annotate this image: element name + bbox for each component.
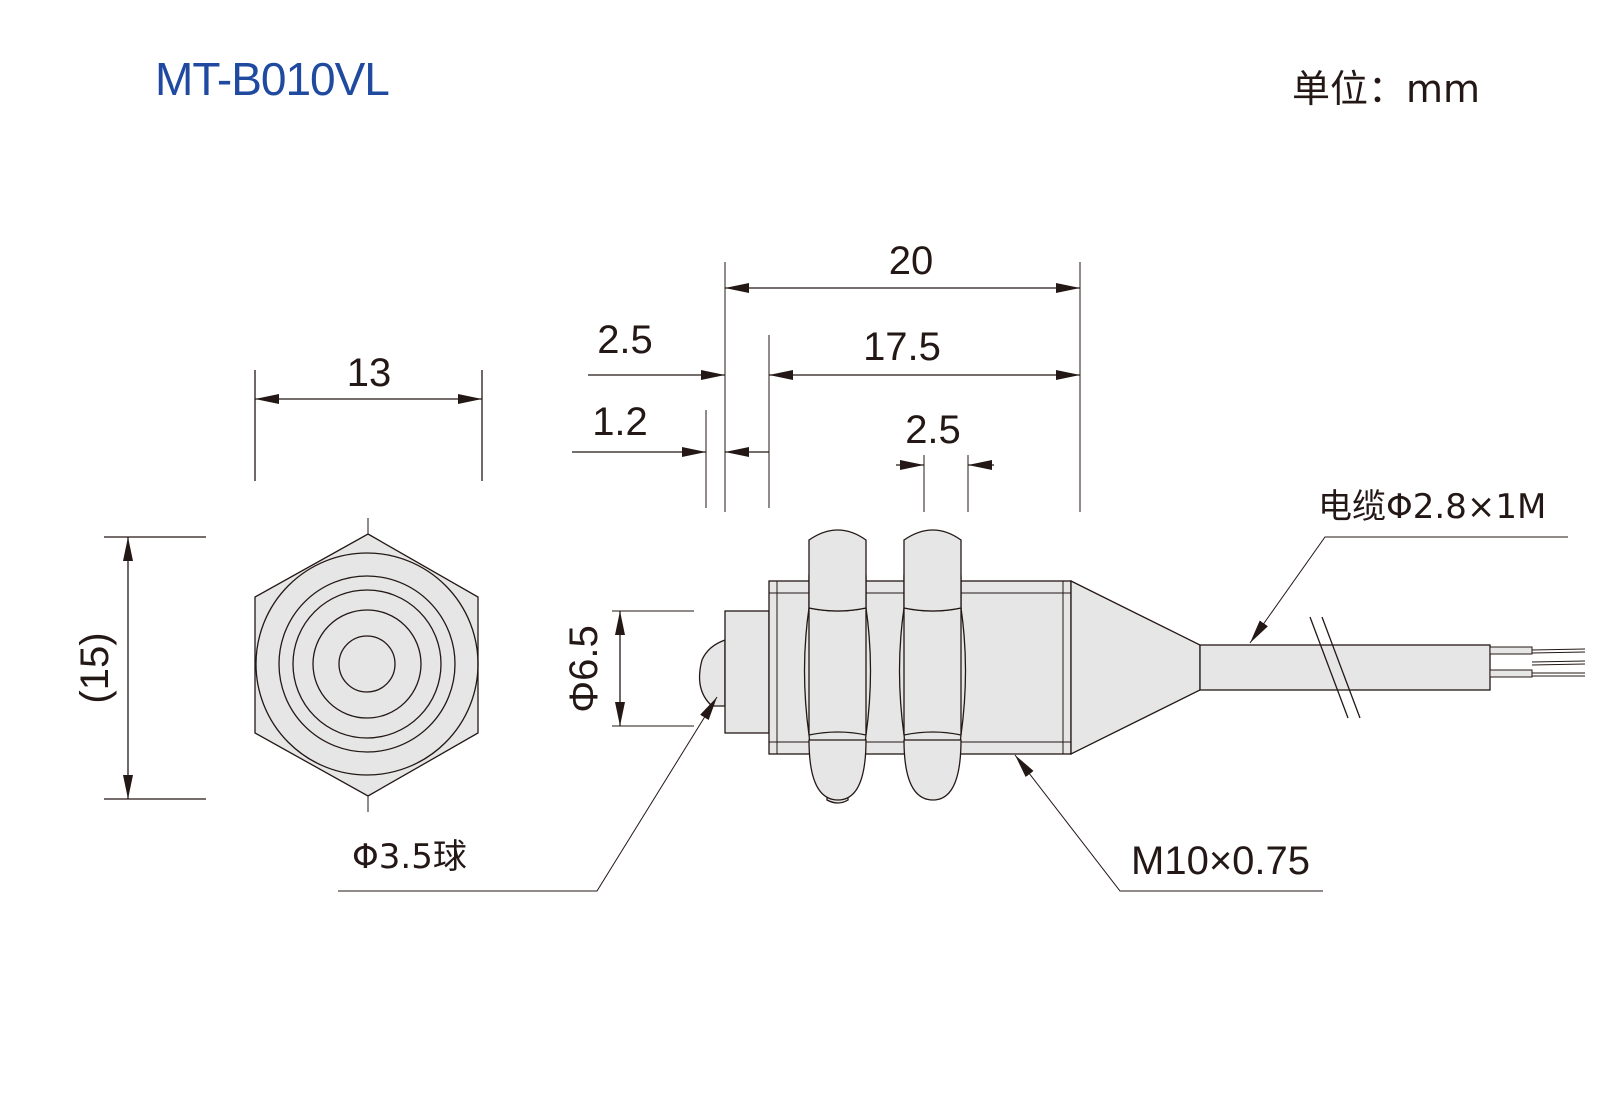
ball-callout: Φ3.5球 xyxy=(352,837,467,877)
nut-1 xyxy=(803,529,872,804)
cable xyxy=(1199,644,1491,691)
nut-2 xyxy=(898,529,967,801)
wire-1 xyxy=(1489,646,1533,655)
center-ball xyxy=(338,635,396,693)
thread-callout: M10×0.75 xyxy=(1131,839,1310,883)
ring-2 xyxy=(278,575,456,753)
cable-callout: 电缆Φ2.8×1M xyxy=(1318,487,1546,527)
dim-13-label: 13 xyxy=(347,351,392,395)
dim-phi65-label: Φ6.5 xyxy=(562,625,606,713)
dim-1-2-label: 1.2 xyxy=(592,400,648,444)
unit-label: 单位：mm xyxy=(1292,67,1481,111)
hex-outline xyxy=(254,533,479,797)
tip-stem xyxy=(724,610,770,734)
cable-leader xyxy=(1249,536,1568,644)
thread-leader xyxy=(1014,754,1323,892)
cable-taper xyxy=(1070,579,1201,756)
dim-2-5-tip-label: 2.5 xyxy=(597,318,653,362)
dim-20-label: 20 xyxy=(889,239,934,283)
wire-2 xyxy=(1489,669,1533,678)
end-view xyxy=(104,370,483,812)
ring-4 xyxy=(312,609,422,719)
dim-2-5-nut-label: 2.5 xyxy=(905,408,961,452)
ball-leader xyxy=(338,696,718,892)
ring-3 xyxy=(292,589,442,739)
dim-17-5-label: 17.5 xyxy=(863,325,941,369)
model-title: MT-B010VL xyxy=(155,53,390,105)
side-view xyxy=(338,262,1586,892)
dim-15-label: (15) xyxy=(73,632,117,703)
outer-ring xyxy=(255,552,479,776)
sensing-ball xyxy=(698,639,726,707)
